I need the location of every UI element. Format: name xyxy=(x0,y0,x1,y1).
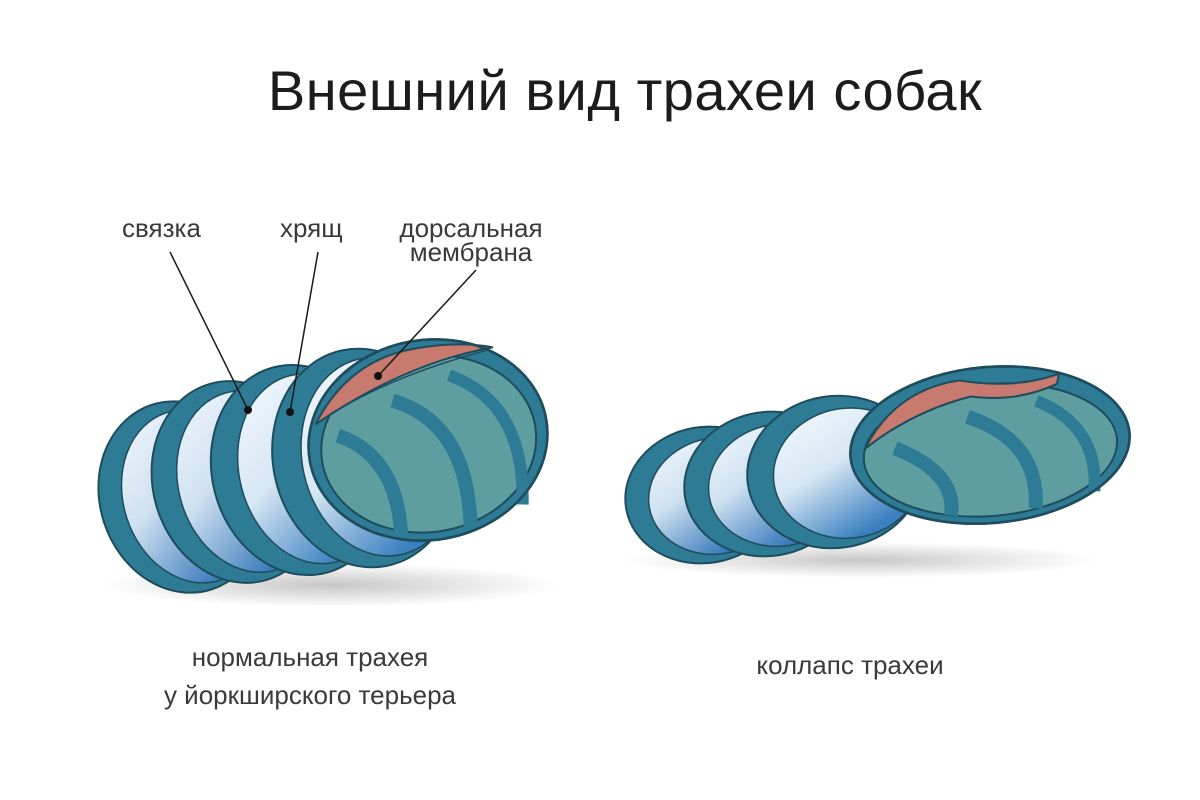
label-ligament: связка xyxy=(122,213,201,243)
normal-opening xyxy=(307,338,549,542)
normal-trachea xyxy=(97,251,560,607)
caption-normal-line2: у йоркширского терьера xyxy=(163,680,457,710)
leader-cartilage-dot xyxy=(286,408,294,416)
inner-ring-arc-3 xyxy=(446,369,529,505)
label-dorsal-membrane: дорсальная мембрана xyxy=(390,213,552,267)
inner-ring-arc-1 xyxy=(335,428,409,537)
label-dorsal-membrane-line1: дорсальная xyxy=(399,213,543,243)
caption-normal-trachea: нормальная трахея у йоркширского терьера xyxy=(100,638,520,714)
collapsed-inner-arc-2 xyxy=(965,410,1043,509)
collapsed-rim xyxy=(849,365,1131,525)
diagram-title: Внешний вид трахеи собак xyxy=(267,59,983,122)
caption-collapsed-trachea: коллапс трахеи xyxy=(756,650,944,680)
label-cartilage: хрящ xyxy=(280,213,343,243)
collapsed-opening xyxy=(849,365,1131,525)
dorsal-membrane xyxy=(314,343,494,426)
leader-membrane-dot xyxy=(374,372,382,380)
collapsed-inner-arc-3 xyxy=(1034,395,1101,492)
inner-ring-arc-2 xyxy=(390,393,478,527)
collapsed-inner-arc-1 xyxy=(892,441,959,517)
leader-ligament xyxy=(169,251,249,411)
label-dorsal-membrane-line2: мембрана xyxy=(409,237,533,267)
caption-normal-line1: нормальная трахея xyxy=(191,642,429,672)
leader-ligament-dot xyxy=(244,406,252,414)
leader-membrane xyxy=(377,269,477,377)
leader-cartilage xyxy=(289,251,319,413)
collapsed-trachea xyxy=(620,365,1131,578)
membrane-shade xyxy=(315,349,486,425)
